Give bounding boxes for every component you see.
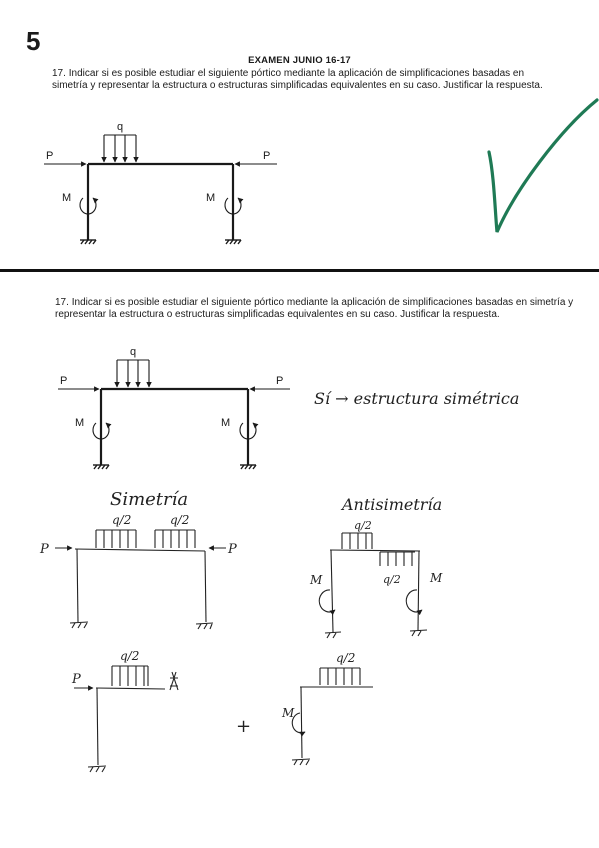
moment-left-label-2: M — [75, 417, 84, 429]
antisymmetry-moment-right: M — [429, 571, 443, 585]
symmetry-sketch — [55, 529, 226, 630]
force-left-label: P — [46, 150, 53, 162]
antisymmetry-half-load-top: q/2 — [354, 519, 372, 532]
question-number-2: 17. — [55, 297, 69, 308]
antisymmetry-half-load-bottom: q/2 — [383, 573, 401, 586]
moment-right-label: M — [206, 192, 215, 204]
symmetry-half-load-left: q/2 — [112, 513, 131, 527]
load-label-2: q — [130, 346, 136, 358]
symmetry-force-right: P — [227, 542, 237, 557]
force-right-label-2: P — [276, 375, 283, 387]
half-sym-force: P — [71, 672, 81, 687]
handwritten-answer: Sí → estructura simétrica — [314, 389, 519, 408]
fixed-support-right-2-icon — [240, 464, 257, 470]
antisymmetry-moment-left: M — [309, 573, 323, 587]
fixed-support-left-2-icon — [93, 464, 110, 470]
symmetry-title: Simetría — [110, 489, 188, 510]
checkmark-icon — [487, 98, 599, 233]
frame-diagram-pasted — [58, 359, 290, 470]
moment-right-icon — [224, 197, 244, 215]
antisymmetry-title: Antisimetría — [340, 495, 442, 514]
half-structure-antisymmetric — [291, 667, 373, 766]
antisymmetry-sketch — [318, 532, 428, 639]
question-pasted: 17. Indicar si es posible estudiar el si… — [55, 297, 575, 320]
question-number: 17. — [52, 68, 66, 79]
question-text-2: Indicar si es posible estudiar el siguie… — [55, 297, 574, 320]
fixed-support-left-icon — [80, 239, 97, 245]
load-label: q — [117, 121, 123, 133]
force-left-label-2: P — [60, 375, 67, 387]
page-number: 5 — [26, 26, 41, 56]
question-text: Indicar si es posible estudiar el siguie… — [52, 68, 543, 91]
symmetry-force-left: P — [39, 542, 49, 557]
moment-right-2-icon — [239, 422, 259, 440]
distributed-load-q-icon — [101, 134, 139, 163]
distributed-load-q-2-icon — [114, 359, 152, 388]
moment-left-2-icon — [92, 422, 112, 440]
page-divider — [0, 269, 599, 272]
moment-right-label-2: M — [221, 417, 230, 429]
question-top: 17. Indicar si es posible estudiar el si… — [52, 68, 562, 91]
half-anti-load: q/2 — [336, 651, 355, 665]
half-sym-load: q/2 — [120, 649, 139, 663]
symmetry-half-load-right: q/2 — [170, 513, 189, 527]
fixed-support-right-icon — [225, 239, 242, 245]
frame-diagram-top — [44, 134, 277, 245]
moment-left-icon — [79, 197, 99, 215]
exam-title: EXAMEN JUNIO 16-17 — [248, 55, 351, 66]
half-anti-moment: M — [281, 706, 295, 720]
plus-sign: + — [236, 716, 251, 737]
moment-left-label: M — [62, 192, 71, 204]
force-right-label: P — [263, 150, 270, 162]
half-structure-symmetric — [74, 665, 179, 773]
